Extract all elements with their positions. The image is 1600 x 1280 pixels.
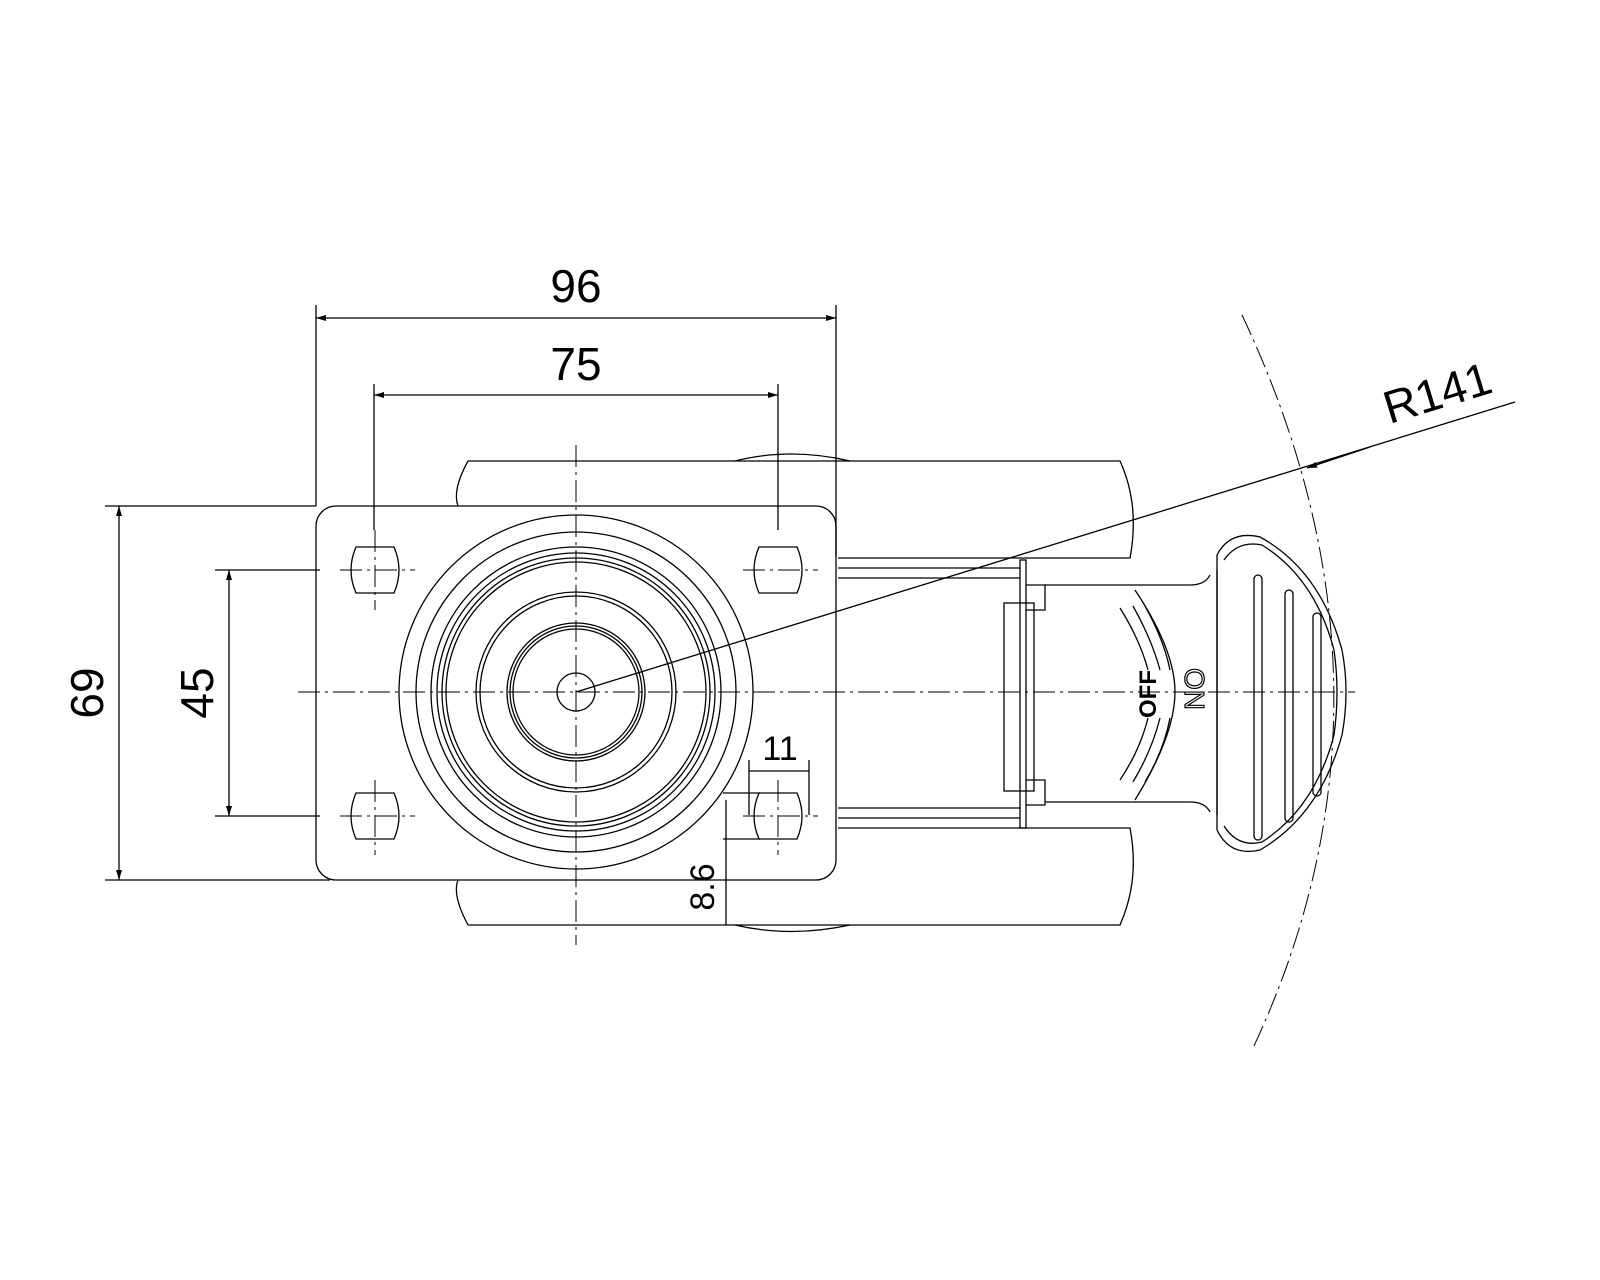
dim-hole-spacing-x: 75 [550,338,601,390]
centerlines [298,314,1355,1049]
dim-slot-width: 8.6 [684,863,722,910]
brake-label-group: OFF ON [1119,605,1211,783]
dim-hole-spacing-y: 45 [171,667,223,718]
off-label: OFF [1135,670,1162,718]
dim-plate-height: 69 [61,667,113,718]
brake-pedal [1216,534,1347,853]
mounting-slots [350,546,803,840]
swivel-radius-arc [1241,314,1335,1049]
on-label: ON [1179,668,1210,710]
dim-plate-width: 96 [550,260,601,312]
dimension-lines [105,305,1516,925]
dim-slot-length: 11 [762,730,797,768]
dim-swivel-radius: R141 [1377,352,1497,434]
wheel-outline [455,453,1134,933]
